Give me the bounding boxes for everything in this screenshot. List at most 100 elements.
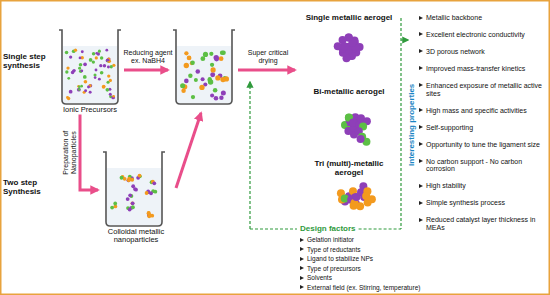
bullet-arrow [300,238,304,242]
bullet-arrow [419,32,423,36]
particle [107,66,110,69]
beaker [173,30,235,104]
property-item: No carbon support - No carbon corrosion [426,158,547,174]
particle [94,76,97,79]
list-item: No carbon support - No carbon corrosion [419,158,547,174]
list-item: Enhanced exposure of metallic active sit… [419,82,547,98]
list-item: Metallic backbone [419,14,547,22]
list-item: Simple synthesis process [419,199,547,207]
particle [67,77,70,80]
arrow-label: Preparation of Nanoparticles [62,116,77,188]
list-item: Gelation initiator [300,236,460,243]
particle [153,190,157,194]
beaker-label: Colloidal metallic nanoparticles [98,228,174,245]
particle [78,67,81,70]
particle [219,56,224,61]
particle [108,59,112,63]
particle [109,93,112,96]
particle [69,90,73,94]
bullet-arrow [419,16,423,20]
particle [152,181,156,185]
dashed-line [250,228,297,229]
particle [181,89,185,93]
aerogel-label: Bi-metallic aerogel [300,88,398,97]
particle [203,52,208,57]
particle [79,57,82,60]
particle [195,69,200,74]
particle [131,205,135,209]
design-list: Gelation initiatorType of reductantsLiga… [300,236,460,291]
particle [102,85,105,88]
design-factor: Type of reductants [307,246,460,253]
step-label: Single step synthesis [3,52,57,70]
property-item: High mass and specific activities [426,107,547,115]
particle [84,80,88,84]
dashed-arrow [249,82,250,229]
list-item: Type of reductants [300,246,460,253]
list-item: Self-supporting [419,124,547,132]
section-heading: Design factors [300,224,356,234]
particle [190,60,195,65]
particle [213,88,218,93]
arrow-label: Reducing agent ex. NaBH4 [121,49,175,65]
bullet-arrow [419,108,423,112]
particle [191,95,195,99]
bullet-arrow [300,266,304,270]
dashed-line [359,228,401,229]
bullet-arrow [419,184,423,188]
particle [78,85,81,88]
property-item: Simple synthesis process [426,199,547,207]
property-item: 3D porous network [426,48,547,56]
design-factor: External field (ex. Stirring, temperatur… [307,284,460,291]
list-item: Reduced catalyst layer thickness in MEAs [419,216,547,232]
process-arrow [238,69,295,72]
particle [200,56,205,61]
particle [131,201,135,205]
list-item: Type of precursors [300,265,460,272]
particle [128,193,132,197]
particle [65,70,68,73]
particle [368,195,376,203]
particle [66,66,69,69]
particle [105,49,108,52]
dashed-arrow [401,39,408,40]
bullet-arrow [300,247,304,251]
bullet-arrow [419,66,423,70]
list-item: Excellent electronic conductivity [419,31,547,39]
process-arrow [176,113,201,188]
list-item: 3D porous network [419,48,547,56]
particle [180,83,185,88]
particle [145,191,149,195]
particle [99,64,102,67]
bullet-arrow [419,49,423,53]
list-item: Improved mass-transfer kinetics [419,65,547,73]
particle [128,208,132,212]
particle [107,57,110,60]
particle [95,69,98,72]
particle [80,85,83,88]
particle [209,52,213,56]
particle [100,56,103,59]
particle [357,135,365,143]
particle [79,63,83,67]
particle [65,51,69,55]
process-arrows [124,70,295,188]
particle [105,88,109,92]
particle [107,59,110,62]
particle [220,77,225,82]
particle [89,91,92,94]
dashed-line [400,18,401,229]
beaker [103,152,165,226]
particle [69,55,72,58]
particle [138,174,142,178]
list-item: High mass and specific activities [419,107,547,115]
process-arrow [80,114,98,190]
particle [77,88,81,92]
list-item: External field (ex. Stirring, temperatur… [300,284,460,291]
particle [187,56,192,61]
property-item: Opportunity to tune the ligament size [426,141,547,149]
aerogel-node: Tri (multi)-metallic aerogel [300,160,398,224]
particle [107,74,110,77]
list-item: Ligand to stabilize NPs [300,255,460,262]
process-arrow [124,69,168,72]
